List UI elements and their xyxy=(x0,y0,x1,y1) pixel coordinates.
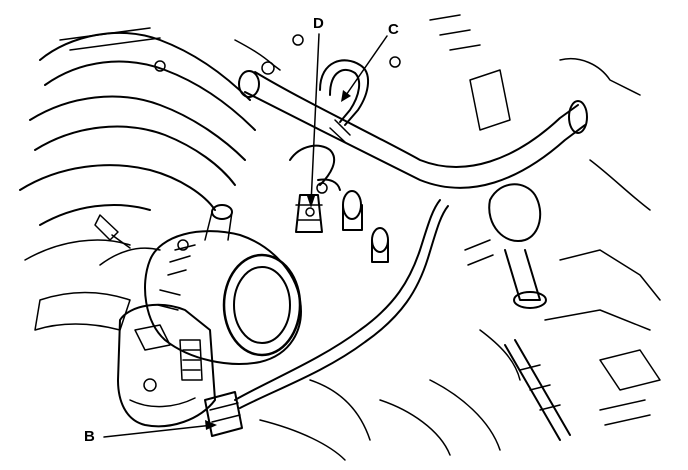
callout-label-b: B xyxy=(84,428,95,445)
arrowhead-b xyxy=(205,420,217,430)
connector-b xyxy=(204,199,449,437)
callout-label-d: D xyxy=(313,15,324,32)
leader-line-d xyxy=(310,33,320,205)
vacuum-hose-c xyxy=(319,59,369,143)
leader-line-c xyxy=(343,35,388,99)
callout-label-c: C xyxy=(388,21,399,38)
arrowhead-d xyxy=(307,196,315,208)
sensor-d xyxy=(289,144,341,233)
right-side-hardware xyxy=(259,14,661,461)
intake-manifold xyxy=(19,27,256,331)
throttle-body xyxy=(144,230,302,365)
center-fittings xyxy=(154,34,401,263)
tps-housing xyxy=(117,303,216,428)
arrowhead-c xyxy=(341,90,351,102)
upper-hose xyxy=(234,39,588,189)
leader-line-b xyxy=(103,424,214,438)
leader-lines xyxy=(103,33,388,438)
